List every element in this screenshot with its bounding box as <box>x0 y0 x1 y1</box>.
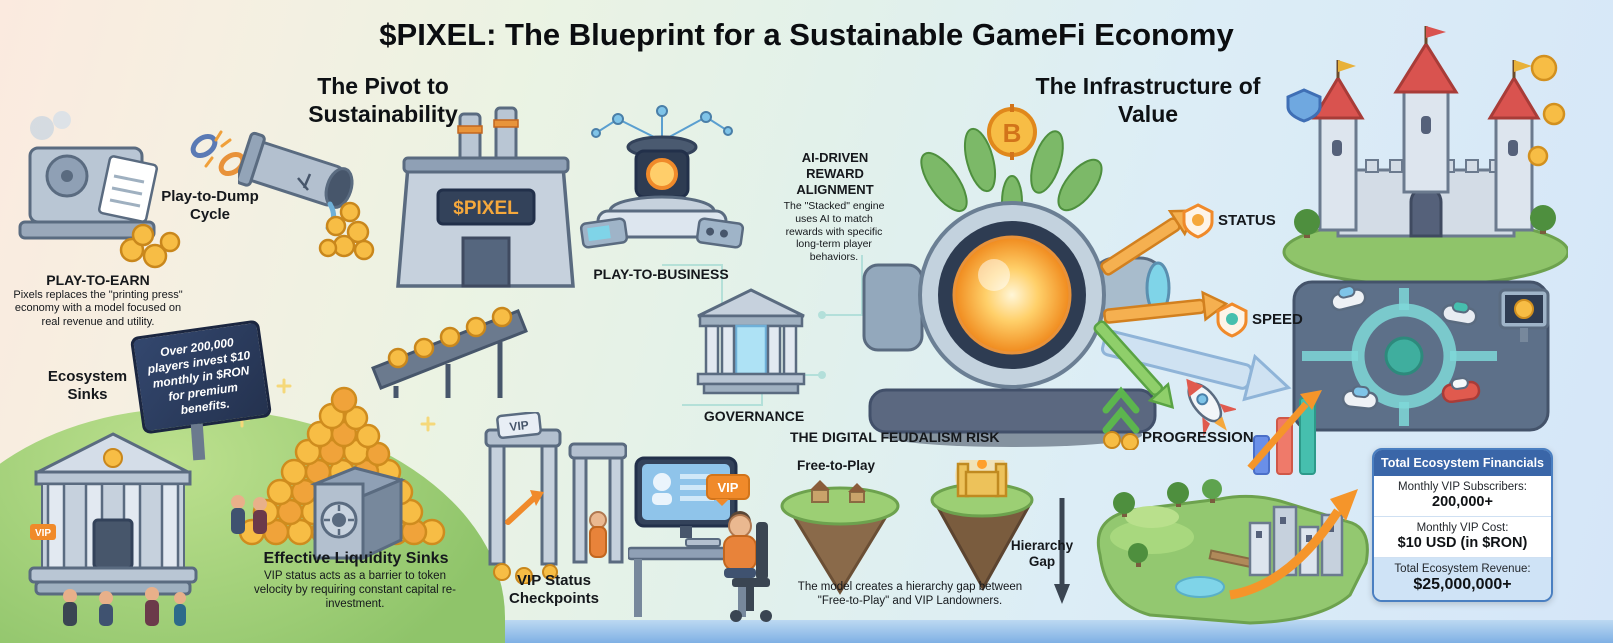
castle-illustration <box>1282 26 1568 285</box>
liquidity-sinks-title: Effective Liquidity Sinks <box>263 550 449 567</box>
analyst-workstation-illustration <box>628 456 772 622</box>
factory-sign-label: $PIXEL <box>453 198 519 219</box>
ai-reward-title: AI-DRIVEN REWARD ALIGNMENT <box>796 150 874 197</box>
feudalism-body: The model creates a hierarchy gap betwee… <box>797 581 1023 608</box>
financial-row-label: Total Ecosystem Revenue: <box>1394 563 1531 575</box>
people-figures <box>231 495 267 534</box>
speed-shield-icon <box>1216 302 1248 338</box>
ai-engine-illustration: B <box>862 104 1171 447</box>
vehicle-roundabout-illustration <box>1292 280 1550 432</box>
coin-billboard-icon <box>1498 288 1550 342</box>
hierarchy-gap-label: Hierarchy Gap <box>1010 538 1074 570</box>
free-to-play-label: Free-to-Play <box>797 458 876 473</box>
financial-row-value: 200,000+ <box>1432 494 1493 510</box>
progression-growth-icon <box>1102 386 1140 450</box>
ecosystem-sinks-label: Ecosystem Sinks <box>47 368 128 404</box>
main-flow-arrow-icon <box>1100 329 1292 402</box>
growth-bar-chart-icon <box>1247 390 1322 475</box>
play-to-earn-body: Pixels replaces the "printing press" eco… <box>13 289 183 328</box>
pixel-factory-illustration: $PIXEL <box>371 106 575 398</box>
vip-fort-icon <box>956 460 1008 498</box>
vault-illustration <box>310 466 406 561</box>
financial-row-label: Monthly VIP Cost: <box>1416 522 1509 534</box>
play-to-business-machine-illustration <box>579 105 745 249</box>
ai-reward-body: The "Stacked" engine uses AI to match re… <box>783 200 885 264</box>
status-label: STATUS <box>1218 212 1276 229</box>
billboard-sign: Over 200,000 players invest $10 monthly … <box>129 319 273 435</box>
broken-pipe-illustration <box>238 131 375 261</box>
leaf-sprouts-icon <box>920 127 1103 229</box>
printing-press-illustration <box>18 111 181 269</box>
floating-coins-icon <box>1527 54 1566 167</box>
status-arrow-icon <box>1100 209 1198 276</box>
main-title: $PIXEL: The Blueprint for a Sustainable … <box>379 17 1234 52</box>
progression-arrow-icon <box>1093 320 1175 410</box>
speed-arrow-icon <box>1103 290 1229 324</box>
flow-arrows <box>1093 209 1292 410</box>
trees-icon <box>1113 479 1222 567</box>
governance-label: GOVERNANCE <box>703 408 805 424</box>
feudalism-title: THE DIGITAL FEUDALISM RISK <box>790 429 1000 445</box>
financial-row: Monthly VIP Subscribers: 200,000+ <box>1374 476 1551 517</box>
bank-vip-tag: VIP <box>35 528 51 539</box>
svg-text:B: B <box>1003 118 1022 148</box>
people-figures <box>63 587 186 626</box>
liquidity-sinks-body: VIP status acts as a barrier to token ve… <box>254 570 456 611</box>
bank-building-illustration: VIP <box>28 432 198 626</box>
section-header-right: The Infrastructure of Value <box>1035 73 1261 128</box>
status-shield-icon <box>1182 203 1214 239</box>
broken-chain-icon <box>190 130 246 177</box>
progression-label: PROGRESSION <box>1142 429 1254 446</box>
futuristic-cars-icon <box>1330 285 1481 410</box>
governance-temple-illustration <box>696 288 806 395</box>
bitcoin-coin-icon: B <box>987 104 1037 160</box>
vip-speech-bubble: VIP <box>706 474 750 506</box>
billboard-post <box>190 423 206 461</box>
castle-shield-icon <box>1286 88 1322 123</box>
play-to-earn-title: PLAY-TO-EARN <box>46 272 150 288</box>
rocket-icon <box>1186 378 1236 437</box>
financial-row-total: Total Ecosystem Revenue: $25,000,000+ <box>1374 558 1551 600</box>
financial-panel-title: Total Ecosystem Financials <box>1374 450 1551 476</box>
financial-row-value: $25,000,000+ <box>1413 576 1512 593</box>
financial-row: Monthly VIP Cost: $10 USD (in $RON) <box>1374 517 1551 558</box>
financial-panel: Total Ecosystem Financials Monthly VIP S… <box>1372 448 1553 602</box>
vip-landowner-city-illustration <box>1096 479 1369 625</box>
vip-checkpoint-illustration: VIP <box>484 412 627 584</box>
hierarchy-gap-arrow-icon <box>1054 498 1070 604</box>
floating-islands-illustration <box>780 460 1034 595</box>
section-header-left: The Pivot to Sustainability <box>308 73 458 128</box>
checkpoint-vip-sign: VIP <box>509 418 530 434</box>
financial-row-value: $10 USD (in $RON) <box>1397 535 1528 551</box>
play-to-business-label: PLAY-TO-BUSINESS <box>593 266 729 282</box>
huts-icon <box>810 480 866 503</box>
vip-checkpoints-label: VIP Status Checkpoints <box>508 572 599 608</box>
play-to-dump-label: Play-to-Dump Cycle <box>161 188 259 224</box>
trees-icon <box>1294 205 1556 238</box>
financial-row-label: Monthly VIP Subscribers: <box>1398 481 1527 493</box>
speed-label: SPEED <box>1252 311 1303 328</box>
